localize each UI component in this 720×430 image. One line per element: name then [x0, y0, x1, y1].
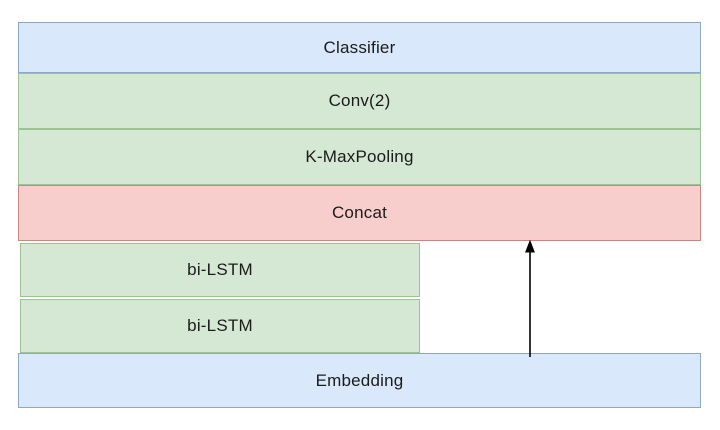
layer-kmaxpooling: K-MaxPooling — [18, 129, 701, 185]
up-arrow-icon — [525, 239, 535, 357]
bilstm-stack: bi-LSTM bi-LSTM — [20, 241, 420, 353]
bilstm-section: bi-LSTM bi-LSTM — [18, 241, 701, 353]
layer-conv2: Conv(2) — [18, 73, 701, 129]
layer-concat: Concat — [18, 185, 701, 241]
architecture-diagram: Classifier Conv(2) K-MaxPooling Concat b… — [18, 22, 701, 408]
layer-classifier: Classifier — [18, 22, 701, 73]
layer-bilstm-top: bi-LSTM — [20, 243, 420, 297]
layer-embedding: Embedding — [18, 353, 701, 408]
layer-bilstm-bottom: bi-LSTM — [20, 299, 420, 353]
